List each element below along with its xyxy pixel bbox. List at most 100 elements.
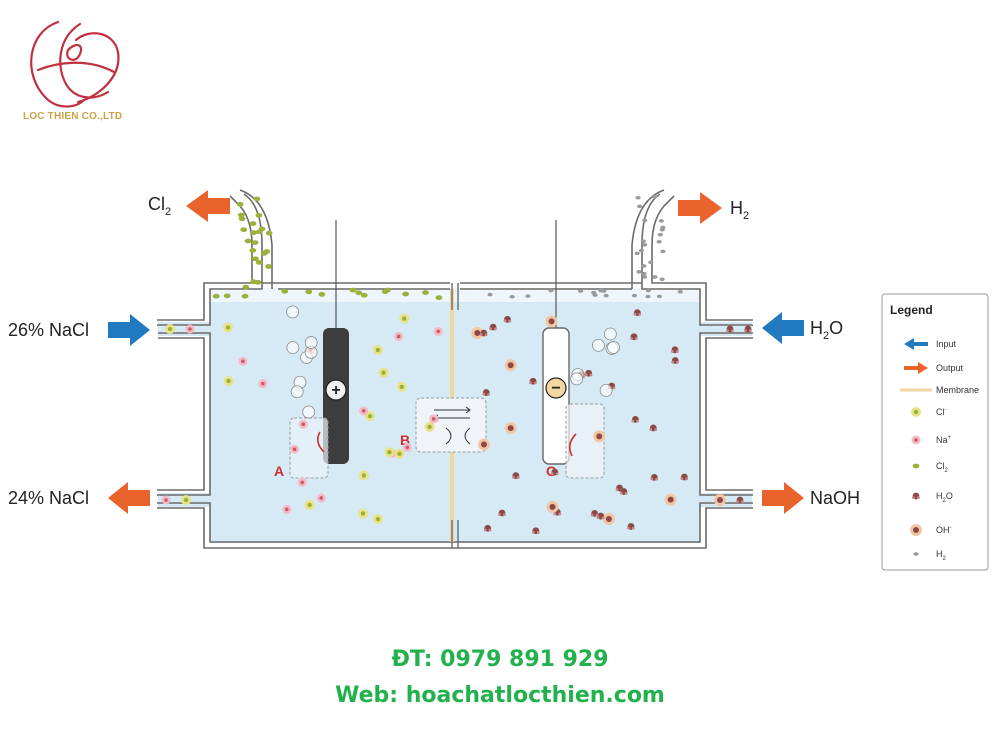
cl-ion-particle (165, 324, 175, 334)
cl2-particle (212, 293, 220, 299)
bubble-particle (302, 405, 316, 419)
oh-particle (714, 494, 726, 506)
cl2-particle (263, 249, 271, 254)
cl2-particle (265, 230, 273, 236)
cl-ion-particle (372, 345, 383, 356)
company-name: LOC THIEN CO.,LTD (23, 111, 123, 122)
water-particle (596, 512, 605, 520)
callout-label-c: C (546, 463, 556, 479)
legend-label-output: Output (936, 363, 964, 373)
na-ion-particle (429, 414, 439, 424)
na-ion-particle (316, 493, 326, 503)
na-ion-particle (238, 356, 248, 366)
legend-label-na_ion: Na+ (936, 435, 952, 445)
water-particle (670, 346, 679, 354)
h2-particle (631, 293, 638, 298)
solution-surface (210, 288, 700, 302)
cl-ion-particle (378, 367, 389, 378)
cl-ion-particle (223, 376, 234, 387)
cl2-particle (318, 292, 326, 297)
water-particle (550, 468, 559, 476)
water-particle (744, 325, 752, 333)
water-particle (633, 309, 642, 316)
cl2-particle (360, 292, 368, 298)
arrow-naoh-output (762, 482, 804, 514)
cl-ion-particle (396, 381, 407, 392)
na-ion-particle (282, 504, 292, 514)
legend-label-h2o: H2O (936, 491, 953, 504)
cl2-particle (250, 230, 258, 236)
h2-particle (636, 270, 642, 274)
cl2-particle (244, 238, 252, 244)
bubble-particle (286, 305, 299, 319)
cl2-particle (422, 290, 429, 295)
water-particle (479, 329, 488, 337)
cl2-particle (305, 289, 313, 295)
cl2-particle (912, 463, 920, 469)
water-particle (736, 496, 744, 504)
oh-particle (602, 512, 615, 525)
na-ion-particle (297, 477, 307, 487)
pipe-water-in (700, 322, 752, 336)
cl-ion-particle (399, 313, 410, 324)
h2-particle (578, 289, 584, 293)
h2-particle (525, 294, 531, 298)
h2-particle (634, 251, 640, 256)
h2-particle (652, 275, 658, 279)
na-ion-particle (161, 495, 171, 505)
water-particle (483, 524, 492, 532)
cl2-particle (249, 247, 257, 253)
cl2-particle (355, 290, 363, 296)
label-water-input: H2O (810, 318, 843, 342)
oh-particle (593, 430, 606, 443)
water-particle (619, 488, 628, 495)
contact-website[interactable]: Web: hoachatlocthien.com (335, 683, 665, 708)
legend-item-input: Input (904, 338, 957, 350)
h2-particle (677, 290, 683, 294)
water-particle (671, 357, 680, 364)
h2-particle (642, 275, 648, 279)
h2-particle (548, 288, 554, 293)
cl2-particle (255, 213, 263, 218)
legend-item-output: Output (904, 362, 964, 374)
legend-item-h2: H2 (913, 549, 947, 562)
oh-particle (504, 422, 517, 435)
bubble-particle (304, 336, 318, 349)
cl-ion-particle (424, 421, 435, 432)
h2-particle (660, 249, 666, 254)
h2-particle (635, 195, 641, 200)
h2-particle (642, 218, 648, 223)
h2-particle (603, 293, 609, 298)
na-ion-particle (394, 331, 404, 341)
water-particle (631, 415, 640, 423)
oh-particle (471, 326, 484, 339)
legend-item-cl_ion: Cl- (911, 407, 947, 417)
h2-particle (638, 248, 645, 253)
label-nacl-output: 24% NaCl (8, 488, 89, 508)
cathode-sign-bg (545, 377, 567, 399)
h2-particle (658, 219, 664, 223)
legend-label-oh: OH- (936, 525, 952, 535)
water-particle (489, 323, 497, 331)
water-particle (680, 473, 689, 481)
label-cl2: Cl2 (148, 194, 171, 218)
oh-particle (546, 500, 559, 513)
callout-label-a: A (274, 463, 284, 479)
h2-particle (640, 239, 646, 243)
legend-title: Legend (890, 303, 933, 317)
h2-particle (599, 288, 605, 293)
legend-item-h2o: H2O (912, 491, 953, 504)
water-particle (482, 389, 491, 396)
na-ion-particle (402, 442, 412, 452)
cl-ion-particle (911, 407, 921, 417)
bubble-particle (592, 338, 605, 352)
water-particle (498, 509, 506, 517)
cl-ion-particle (357, 508, 368, 519)
h2-particle (487, 292, 493, 297)
cl2-particle (242, 284, 250, 290)
cl2-particle (265, 264, 273, 269)
cl-ion-particle (372, 514, 383, 525)
na-ion-particle (359, 406, 369, 416)
h2-particle (648, 260, 654, 265)
